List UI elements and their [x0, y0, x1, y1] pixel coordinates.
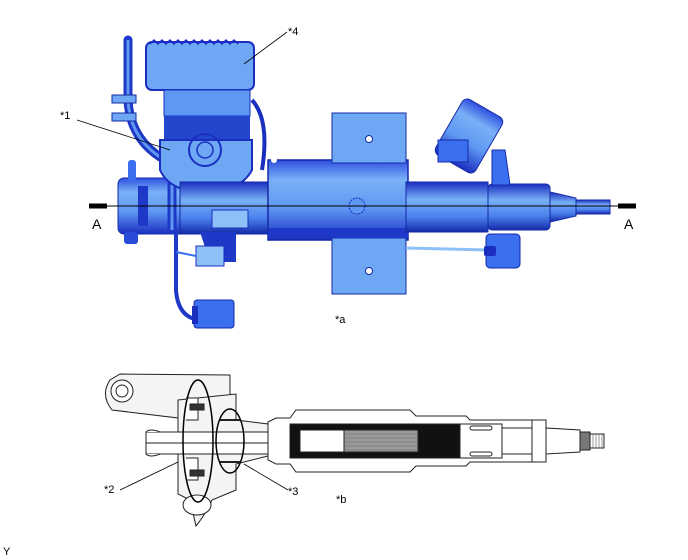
motor-ecu-housing [145, 38, 267, 194]
steering-shaft-tube [405, 181, 611, 233]
highlight-ellipse-2 [182, 379, 214, 503]
callout-4-label: *4 [288, 26, 299, 38]
callout-1-label: *1 [60, 110, 71, 122]
view-b-label: *b [336, 494, 347, 506]
spline-shaft [343, 429, 419, 453]
view-a-label: *a [335, 314, 346, 326]
highlight-ellipse-3 [215, 408, 245, 474]
leader-line-1 [76, 119, 171, 151]
cross-section-view-b [105, 373, 605, 528]
leader-line-3 [243, 463, 289, 491]
section-line-a-a [89, 203, 636, 209]
connector-left [193, 299, 235, 329]
leader-line-4 [243, 31, 288, 65]
external-view-a [76, 31, 636, 329]
callout-2-label: *2 [104, 484, 115, 496]
section-end-label: A [624, 216, 634, 232]
column-housing [267, 112, 409, 295]
corner-mark: Y [3, 546, 11, 558]
section-start-label: A [92, 216, 102, 232]
leader-line-2 [119, 461, 179, 491]
key-cylinder [434, 98, 511, 186]
callout-3-label: *3 [288, 486, 299, 498]
